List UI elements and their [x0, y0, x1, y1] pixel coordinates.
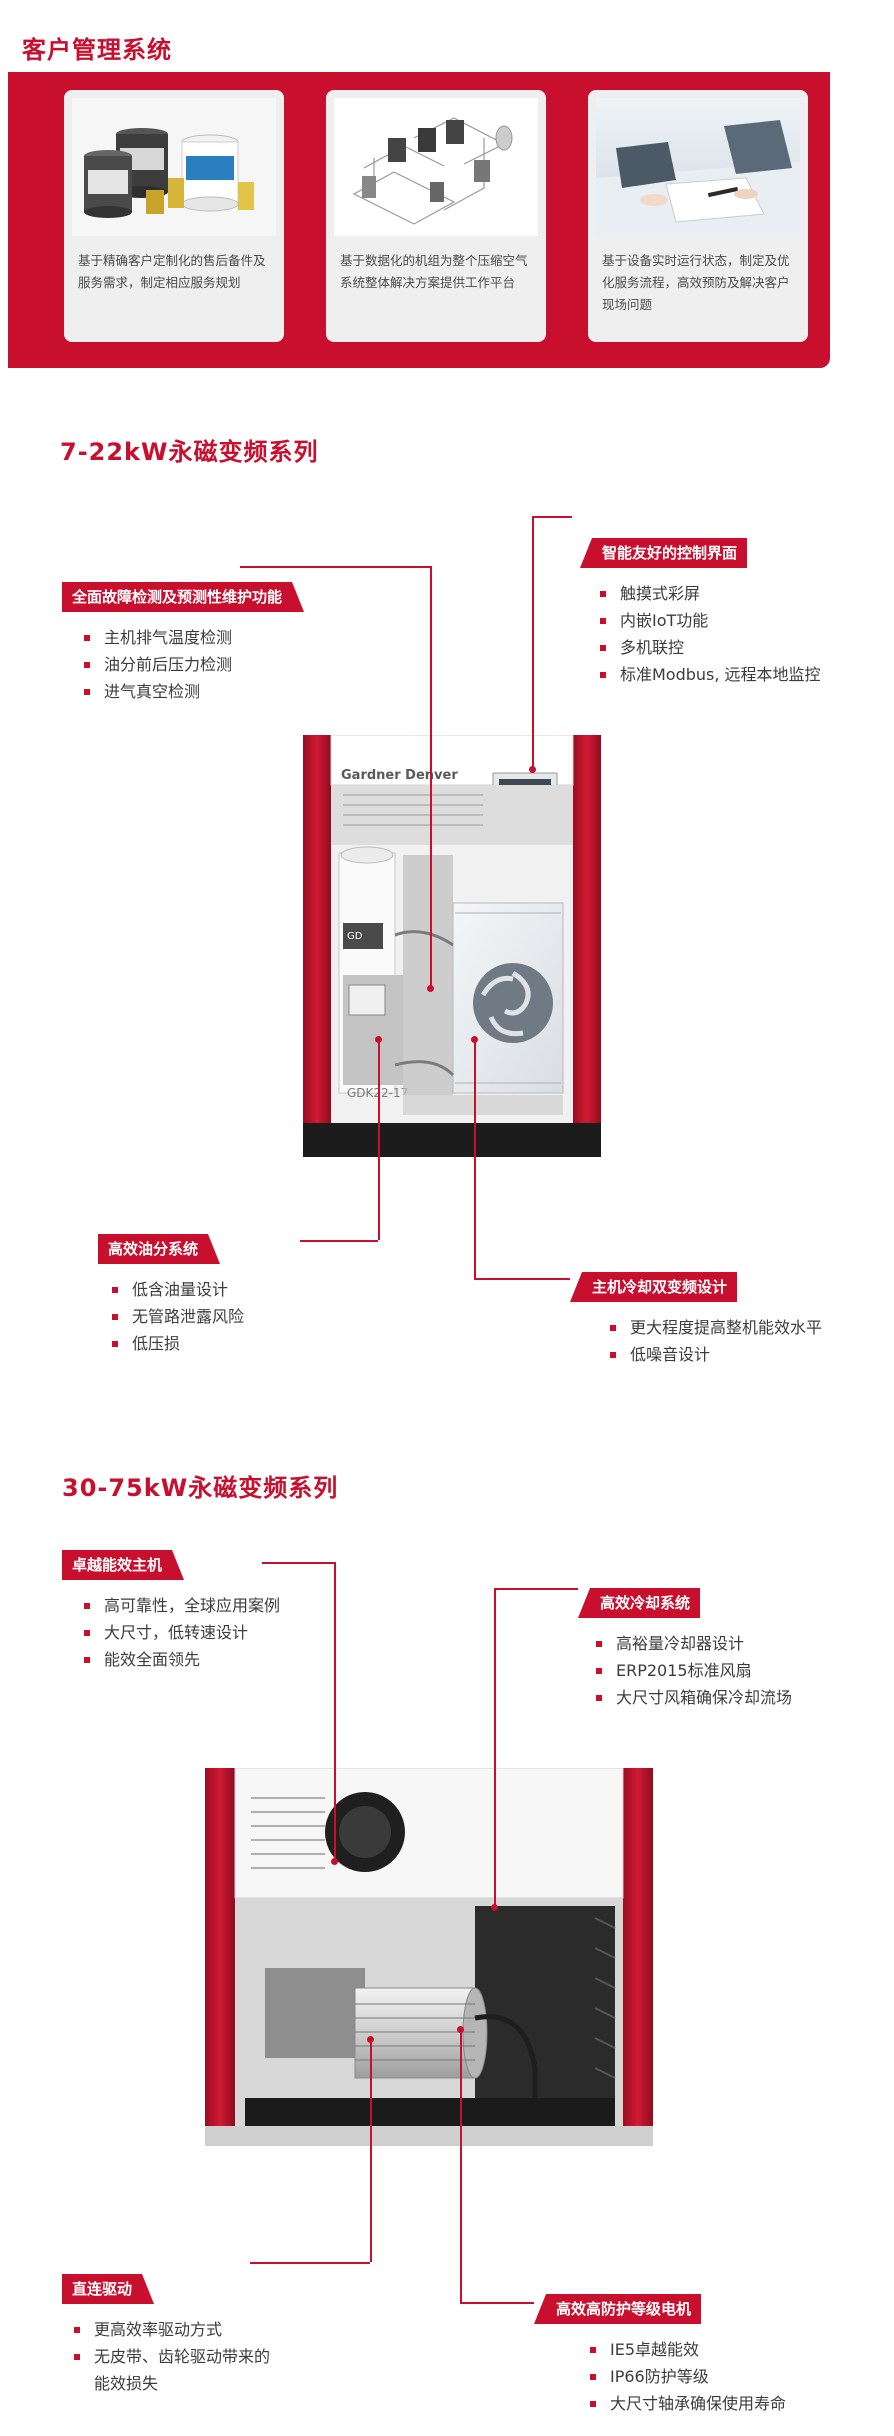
list-item: 高可靠性，全球应用案例 [84, 1592, 280, 1619]
connector-dot [331, 1858, 338, 1865]
crm-card-service: 基于设备实时运行状态，制定及优化服务流程，高效预防及解决客户现场问题 [588, 90, 808, 342]
svg-text:GD: GD [347, 931, 363, 942]
crm-card-text: 基于数据化的机组为整个压缩空气系统整体解决方案提供工作平台 [340, 253, 528, 290]
connector-dot [471, 1036, 478, 1043]
feature-oil-separation: 高效油分系统 低含油量设计 无管路泄露风险 低压损 [98, 1234, 244, 1357]
feature-fault-detection: 全面故障检测及预测性维护功能 主机排气温度检测 油分前后压力检测 进气真空检测 [62, 582, 304, 705]
office-desk-image [596, 98, 800, 236]
connector-line [378, 1040, 380, 1240]
connector-line [532, 516, 572, 518]
feature-label: 智能友好的控制界面 [580, 538, 748, 568]
system-diagram-image [334, 98, 538, 236]
compressor-30-75kw-image [205, 1767, 653, 2146]
connector-line [262, 1562, 334, 1564]
list-item: 标准Modbus, 远程本地监控 [600, 661, 821, 688]
list-item: 无皮带、齿轮驱动带来的能效损失 [74, 2343, 284, 2397]
list-item: 内嵌IoT功能 [600, 607, 821, 634]
crm-card-text: 基于精确客户定制化的售后备件及服务需求，制定相应服务规划 [78, 253, 266, 290]
crm-cards: 基于精确客户定制化的售后备件及服务需求，制定相应服务规划 基于数据化的机组为整个… [64, 90, 808, 342]
connector-line [460, 2030, 462, 2302]
feature-list: 高可靠性，全球应用案例 大尺寸，低转速设计 能效全面领先 [84, 1592, 280, 1673]
feature-list: 高裕量冷却器设计 ERP2015标准风扇 大尺寸风箱确保冷却流场 [596, 1630, 792, 1711]
feature-label: 高效冷却系统 [578, 1588, 701, 1618]
list-item: 低压损 [112, 1330, 244, 1357]
series2-heading: 30-75kW永磁变频系列 [62, 1474, 339, 1502]
list-item: 无管路泄露风险 [112, 1303, 244, 1330]
list-item: 高裕量冷却器设计 [596, 1630, 792, 1657]
list-item: 触摸式彩屏 [600, 580, 821, 607]
list-item: ERP2015标准风扇 [596, 1657, 792, 1684]
feature-motor: 高效高防护等级电机 IE5卓越能效 IP66防护等级 大尺寸轴承确保使用寿命 [534, 2294, 786, 2417]
feature-label: 全面故障检测及预测性维护功能 [62, 582, 304, 612]
list-item: 更高效率驱动方式 [74, 2316, 284, 2343]
feature-list: 触摸式彩屏 内嵌IoT功能 多机联控 标准Modbus, 远程本地监控 [600, 580, 821, 688]
feature-cooling-system: 高效冷却系统 高裕量冷却器设计 ERP2015标准风扇 大尺寸风箱确保冷却流场 [578, 1588, 792, 1711]
feature-label: 高效油分系统 [98, 1234, 220, 1264]
feature-label: 主机冷却双变频设计 [570, 1272, 738, 1302]
feature-label: 直连驱动 [62, 2274, 154, 2304]
connector-dot [367, 2036, 374, 2043]
feature-label: 卓越能效主机 [62, 1550, 184, 1580]
feature-list: 低含油量设计 无管路泄露风险 低压损 [112, 1276, 244, 1357]
nameplate-text: Gardner Denver [341, 768, 458, 783]
connector-line [334, 1562, 336, 1862]
list-item: IP66防护等级 [590, 2363, 786, 2390]
connector-line [430, 566, 432, 988]
connector-line [474, 1040, 476, 1278]
crm-card-platform: 基于数据化的机组为整个压缩空气系统整体解决方案提供工作平台 [326, 90, 546, 342]
feature-airend: 卓越能效主机 高可靠性，全球应用案例 大尺寸，低转速设计 能效全面领先 [62, 1550, 280, 1673]
connector-dot [375, 1036, 382, 1043]
feature-list: 更高效率驱动方式 无皮带、齿轮驱动带来的能效损失 [74, 2316, 284, 2397]
feature-label: 高效高防护等级电机 [534, 2294, 702, 2324]
feature-list: IE5卓越能效 IP66防护等级 大尺寸轴承确保使用寿命 [590, 2336, 786, 2417]
crm-card-text: 基于设备实时运行状态，制定及优化服务流程，高效预防及解决客户现场问题 [602, 253, 790, 312]
feature-list: 主机排气温度检测 油分前后压力检测 进气真空检测 [84, 624, 304, 705]
connector-line [532, 516, 534, 770]
connector-dot [427, 985, 434, 992]
compressor-7-22kw-image: Gardner Denver GD GDK22-17 [303, 734, 601, 1157]
list-item: IE5卓越能效 [590, 2336, 786, 2363]
crm-title: 客户管理系统 [22, 36, 172, 64]
series1-heading: 7-22kW永磁变频系列 [60, 438, 319, 466]
feature-list: 更大程度提高整机能效水平 低噪音设计 [610, 1314, 830, 1368]
oil-buckets-image [72, 98, 276, 236]
list-item: 低含油量设计 [112, 1276, 244, 1303]
list-item: 能效全面领先 [84, 1646, 280, 1673]
connector-dot [457, 2026, 464, 2033]
crm-card-parts: 基于精确客户定制化的售后备件及服务需求，制定相应服务规划 [64, 90, 284, 342]
list-item: 更大程度提高整机能效水平 [610, 1314, 830, 1341]
feature-control-interface: 智能友好的控制界面 触摸式彩屏 内嵌IoT功能 多机联控 标准Modbus, 远… [580, 538, 821, 688]
list-item: 大尺寸，低转速设计 [84, 1619, 280, 1646]
connector-line [494, 1588, 496, 1908]
connector-line [250, 2262, 370, 2264]
connector-line [474, 1278, 570, 1280]
list-item: 主机排气温度检测 [84, 624, 304, 651]
list-item: 多机联控 [600, 634, 821, 661]
model-label: GDK22-17 [347, 1086, 408, 1100]
connector-line [370, 2040, 372, 2262]
connector-line [300, 1240, 378, 1242]
feature-direct-drive: 直连驱动 更高效率驱动方式 无皮带、齿轮驱动带来的能效损失 [62, 2274, 284, 2397]
list-item: 油分前后压力检测 [84, 651, 304, 678]
list-item: 低噪音设计 [610, 1341, 830, 1368]
connector-line [494, 1588, 578, 1590]
feature-dual-vsd-cooling: 主机冷却双变频设计 更大程度提高整机能效水平 低噪音设计 [570, 1272, 830, 1368]
connector-line [240, 566, 430, 568]
list-item: 大尺寸风箱确保冷却流场 [596, 1684, 792, 1711]
list-item: 进气真空检测 [84, 678, 304, 705]
connector-line [460, 2302, 534, 2304]
list-item: 大尺寸轴承确保使用寿命 [590, 2390, 786, 2417]
connector-dot [491, 1904, 498, 1911]
connector-dot [529, 766, 536, 773]
